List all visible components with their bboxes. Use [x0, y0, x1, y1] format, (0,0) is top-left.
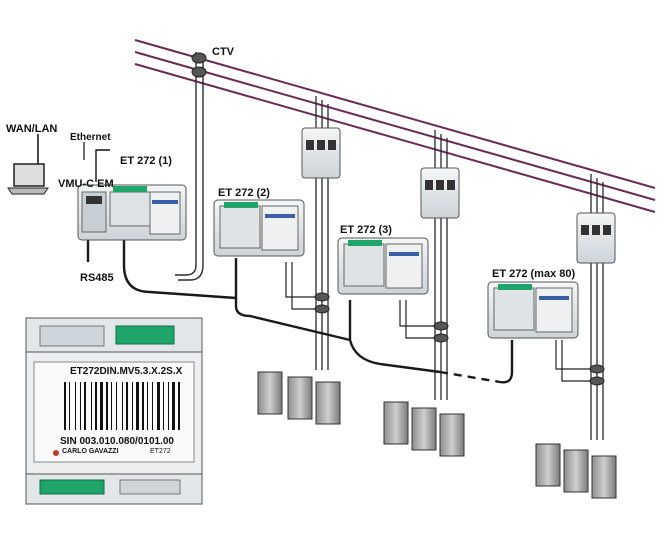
meter-et272-3: [337, 237, 429, 295]
barcode-bar: [142, 382, 144, 430]
branch-3: [576, 174, 616, 440]
power-line-l3: [134, 63, 656, 213]
barcode-bar: [111, 382, 112, 430]
barcode-bar: [95, 382, 97, 430]
product-model-code: ET272DIN.MV5.3.X.2S.X: [70, 366, 183, 377]
barcode-bar: [132, 382, 133, 430]
power-line-l2: [134, 51, 656, 201]
meter-et272-1: [77, 184, 187, 241]
label-et272-1: ET 272 (1): [120, 155, 172, 167]
barcode-bar: [84, 382, 86, 430]
barcode-bar: [69, 382, 70, 430]
circuit-breaker: [576, 212, 616, 264]
ct-cables: [285, 262, 591, 382]
barcode-bar: [163, 382, 164, 430]
circuit-breaker: [301, 127, 341, 179]
label-ethernet: Ethernet: [70, 132, 111, 143]
label-rs485: RS485: [80, 272, 114, 284]
barcode-bar: [152, 382, 153, 430]
server-racks-1: [257, 371, 341, 425]
meter-et272-max: [487, 281, 579, 339]
barcode-bar: [168, 382, 169, 430]
barcode-bar: [64, 382, 66, 430]
barcode-bar: [91, 382, 92, 430]
label-et272-2: ET 272 (2): [218, 187, 270, 199]
ctv-feed: [175, 52, 204, 281]
product-serial: SIN 003.010.080/0101.00: [60, 436, 174, 447]
barcode-bar: [178, 382, 180, 430]
laptop-icon: [7, 134, 110, 195]
barcode-bar: [122, 382, 123, 430]
label-vmu-c-em: VMU-C EM: [58, 178, 114, 190]
barcode-bar: [157, 382, 160, 430]
server-racks-2: [383, 401, 465, 457]
barcode-bar: [147, 382, 148, 430]
barcode-bar: [80, 382, 81, 430]
product-closeup: [25, 317, 203, 505]
branch-2: [420, 130, 460, 400]
ctv-sensor: [191, 52, 207, 78]
barcode-bar: [136, 382, 139, 430]
power-line-l1: [134, 39, 656, 189]
meter-et272-2: [213, 199, 305, 257]
barcode-bar: [116, 382, 117, 430]
power-lines: [134, 39, 656, 213]
label-et272-max: ET 272 (max 80): [492, 268, 576, 280]
barcode-bar: [126, 382, 128, 430]
barcode-bar: [106, 382, 108, 430]
barcode-bar: [172, 382, 175, 430]
barcode: [64, 382, 180, 430]
circuit-breaker: [420, 167, 460, 219]
product-short-model: ET272: [150, 448, 171, 455]
barcode-bar: [100, 382, 103, 430]
label-et272-3: ET 272 (3): [340, 224, 392, 236]
barcode-bar: [75, 382, 76, 430]
branch-1: [301, 96, 341, 370]
label-wan-lan: WAN/LAN: [6, 123, 58, 135]
product-brand: CARLO GAVAZZI: [62, 448, 119, 455]
label-ctv: CTV: [212, 46, 234, 58]
server-racks-3: [535, 443, 617, 499]
